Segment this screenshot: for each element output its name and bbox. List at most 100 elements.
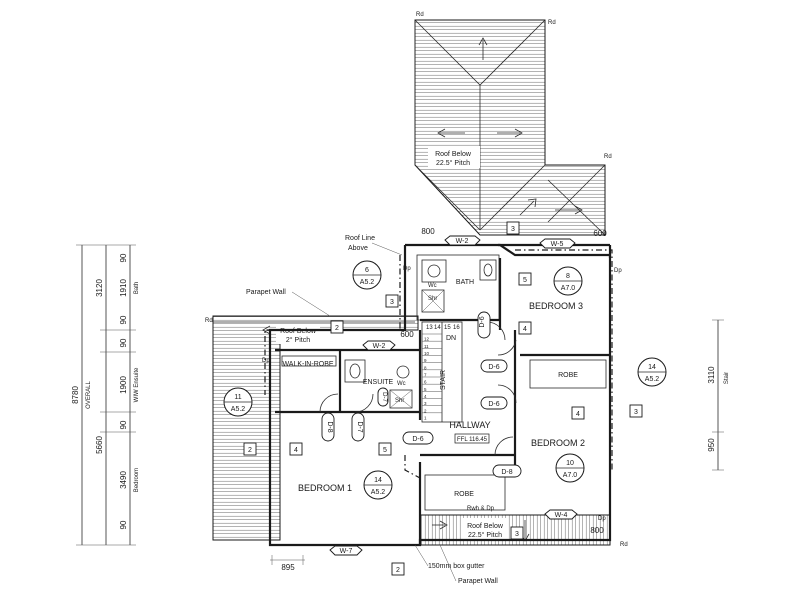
dim-90-e: 90 [119, 520, 128, 529]
door-tag-d6-1: D-6 [488, 364, 499, 371]
stair-step-number: 12 [424, 337, 430, 342]
window-w4: W-4 [555, 512, 568, 519]
dim-3110: 3110 [707, 366, 716, 384]
roof-below-top: Roof Below 22.5° Pitch [414, 19, 606, 236]
dp-note-3: Dp [262, 358, 270, 364]
dim-90-a: 90 [119, 253, 128, 262]
bath-shower-label: Shr [428, 296, 437, 302]
stair-step-number: 10 [424, 351, 430, 356]
ensuite-wc-label: Wc [397, 381, 406, 387]
dim-wiw-label: WIW Ensuite [134, 367, 140, 402]
tag-3-d: 3 [515, 531, 519, 538]
callout-6-number: 6 [365, 267, 369, 274]
roof-line-above [264, 249, 613, 479]
stair-step-16: 16 [453, 325, 460, 331]
door-tag-d6-3: D-6 [412, 436, 423, 443]
tag-4-c: 4 [576, 411, 580, 418]
room-bedroom-3: BEDROOM 3 [529, 301, 583, 311]
tag-3-c: 3 [634, 409, 638, 416]
dim-600-a: 600 [593, 229, 607, 238]
roof-below-bottom-label: Roof Below [467, 523, 504, 530]
stair-step-15: 15 [444, 325, 451, 331]
dim-3120: 3120 [95, 279, 104, 297]
door-tag-d6-2: D-6 [488, 401, 499, 408]
dim-bath-label: Bath [134, 282, 140, 294]
stair-step-13: 13 [426, 325, 433, 331]
internal-walls [275, 254, 610, 545]
window-w2-left: W-2 [373, 343, 386, 350]
dim-3490: 3490 [119, 471, 128, 489]
dim-stair-label: Stair [724, 372, 730, 384]
tag-4-b: 4 [294, 447, 298, 454]
room-walk-in-robe: WALK-IN-ROBE [282, 361, 333, 368]
callout-14a-sheet: A5.2 [645, 376, 660, 383]
dp-note-2: Dp [614, 268, 622, 274]
dim-895: 895 [281, 563, 295, 572]
dimensions-left: 8780 OVERALL 3120 5660 90 1910 Bath 90 9… [71, 244, 140, 546]
callout-14a-number: 14 [648, 364, 656, 371]
rd-note-1: Rd [416, 12, 424, 18]
stair-step-number: 7 [424, 373, 427, 378]
roof-below-bottom-pitch: 22.5° Pitch [468, 531, 502, 539]
dim-600-b: 600 [400, 330, 414, 339]
dim-bedroom-label: Bedroom [134, 468, 140, 492]
stair-step-14: 14 [434, 325, 441, 331]
ffl-level: FFL 116.45 [457, 437, 488, 443]
dp-note-1: Dp [403, 266, 411, 272]
fixtures [344, 259, 497, 409]
dim-90-c: 90 [119, 338, 128, 347]
callout-10-sheet: A7.0 [563, 472, 578, 479]
stair-step-number: 11 [424, 344, 429, 349]
room-ensuite: ENSUITE [363, 379, 394, 386]
dim-800-b: 800 [590, 526, 604, 535]
dim-1910: 1910 [119, 279, 128, 297]
stair-step-number: 5 [424, 387, 427, 392]
dim-1900: 1900 [119, 376, 128, 394]
callout-8-number: 8 [566, 273, 570, 280]
tag-2-c: 2 [396, 567, 400, 574]
room-labels: BEDROOM 1 BEDROOM 2 BEDROOM 3 HALLWAY EN… [282, 279, 585, 498]
roof-below-left-pitch: 2° Pitch [286, 336, 310, 344]
roof-line-note-2: Above [348, 245, 368, 252]
window-w5: W-5 [551, 241, 564, 248]
rd-note-5: Rd [620, 542, 628, 548]
tag-3-a: 3 [390, 299, 394, 306]
stair-step-number: 3 [424, 401, 427, 406]
room-bath: BATH [456, 279, 474, 286]
callout-11-sheet: A5.2 [231, 406, 246, 413]
door-tag-d8-1: D-8 [501, 469, 512, 476]
room-robe-lower: ROBE [454, 491, 474, 498]
tag-2-b: 2 [248, 447, 252, 454]
window-tags: W-2 W-5 W-2 W-4 W-7 [329, 235, 578, 556]
dp-note-4: Dp [598, 516, 606, 522]
stair-step-number: 9 [424, 358, 427, 363]
stair-step-number: 2 [424, 408, 427, 413]
door-tag-d8-2: D-8 [326, 421, 333, 432]
dim-overall: 8780 [71, 386, 80, 404]
rd-note-4: Rd [205, 318, 213, 324]
tag-2-a: 2 [335, 325, 339, 332]
stair-dn-label: DN [446, 335, 456, 342]
rd-note-2: Rd [548, 20, 556, 26]
rd-note-3: Rd [604, 154, 612, 160]
dim-5660: 5660 [95, 436, 104, 454]
callout-10-number: 10 [566, 460, 574, 467]
section-tags: 3 5 3 4 2 5 4 3 2 4 5 3 2 [243, 221, 643, 576]
roof-below-top-label: Roof Below [435, 151, 472, 158]
door-tag-d7-1: D-7 [356, 421, 363, 432]
tag-4-a: 4 [523, 326, 527, 333]
dim-90-b: 90 [119, 315, 128, 324]
tag-5-a: 5 [523, 277, 527, 284]
callout-14b-number: 14 [374, 477, 382, 484]
room-robe-upper: ROBE [558, 372, 578, 379]
box-gutter-note: 150mm box gutter [428, 563, 485, 570]
stair-step-number: 6 [424, 380, 427, 385]
rwh-dp-note: Rwh & Dp [467, 506, 495, 512]
stair-step-number: 4 [424, 394, 427, 399]
window-w2-top: W-2 [456, 238, 469, 245]
dim-90-d: 90 [119, 420, 128, 429]
roof-line-note-1: Roof Line [345, 235, 375, 242]
callout-8-sheet: A7.0 [561, 285, 576, 292]
